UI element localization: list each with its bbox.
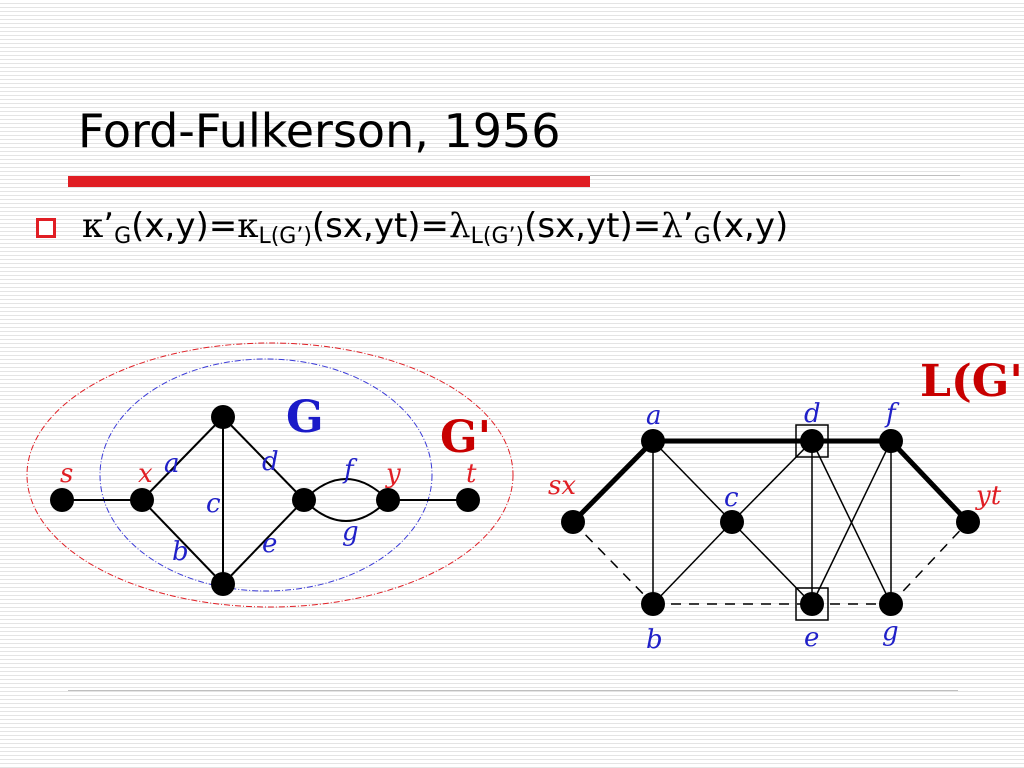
bullet-square-icon [36,218,56,238]
label-s: s [60,459,73,489]
formula-part-1: (x,y)= [131,206,238,246]
formula-kappa-1: κ [82,206,104,246]
formula-lambda-1: λ [449,206,471,246]
formula-sub-g-1: G [114,224,132,249]
node-t [456,488,480,512]
lg-node-d [800,429,824,453]
title-underline-red [68,176,590,187]
label-a: a [164,449,180,479]
lg-label-f: f [884,399,900,429]
lg-edge-sx-b [572,521,654,605]
lg-edge-a-c [652,440,733,523]
formula-part-3: (sx,yt)= [524,206,662,246]
lg-node-a [641,429,665,453]
label-c: c [206,489,221,519]
label-graph-g: G [286,392,324,443]
label-e: e [262,529,277,559]
ellipse-gprime [26,342,514,608]
label-graph-gprime: G' [440,412,491,463]
edge-bottom-mid [222,499,305,585]
lg-edge-f-e [811,440,892,605]
lg-edge-g-yt [890,521,969,605]
lg-label-c: c [724,483,739,513]
node-mid [292,488,316,512]
formula-prime-1: ’ [103,206,115,246]
node-y [376,488,400,512]
ellipse-g [99,358,433,592]
label-y: y [385,459,401,489]
formula-lambda-2: λ [661,206,683,246]
lg-label-sx: sx [548,471,576,501]
lg-node-sx [561,510,585,534]
label-t: t [466,459,477,489]
label-b: b [172,537,189,567]
edge-x-bottom [141,499,224,585]
edge-x-top [141,416,224,501]
lg-label-d: d [804,399,821,429]
formula-part-4: (x,y) [710,206,789,246]
graph-g: s x a b c d e f g y t G G' [26,342,514,608]
edge-top-mid [222,416,305,501]
node-bottom [211,572,235,596]
lg-label-yt: yt [975,481,1002,511]
lg-edge-sx-a [571,439,655,524]
lg-node-e [800,592,824,616]
lg-label-g: g [882,617,899,647]
lg-label-b: b [646,625,663,655]
lg-edge-b-c [652,521,733,605]
bottom-rule [68,690,958,691]
formula-line: κ’G(x,y)=κL(G’)(sx,yt)=λL(G’)(sx,yt)=λ’G… [82,206,789,249]
slide-title: Ford-Fulkerson, 1956 [78,104,561,158]
graph-lg: sx a b c d e f g yt L(G') [548,356,1024,655]
lg-label-a: a [646,401,662,431]
formula-part-2: (sx,yt)= [311,206,450,246]
formula-sub-lg-1: L(G’) [258,224,312,249]
label-x: x [138,459,153,489]
label-d: d [262,447,279,477]
formula-prime-2: ’ [682,206,694,246]
lg-edge-c-d [731,440,813,523]
lg-node-g [879,592,903,616]
lg-node-f [879,429,903,453]
label-graph-lg: L(G') [920,356,1024,407]
formula-sub-lg-2: L(G’) [470,224,525,249]
formula-kappa-2: κ [237,206,259,246]
lg-box-e [795,587,829,621]
title-underline-gray [590,175,960,176]
lg-node-c [720,510,744,534]
lg-edge-f-yt [889,439,970,524]
label-g: g [342,517,359,547]
node-x [130,488,154,512]
lg-label-e: e [804,623,819,653]
node-s [50,488,74,512]
node-top [211,405,235,429]
lg-node-b [641,592,665,616]
formula-sub-g-2: G [693,224,711,249]
lg-edge-c-e [731,521,813,605]
lg-node-yt [956,510,980,534]
lg-box-d [795,424,829,458]
